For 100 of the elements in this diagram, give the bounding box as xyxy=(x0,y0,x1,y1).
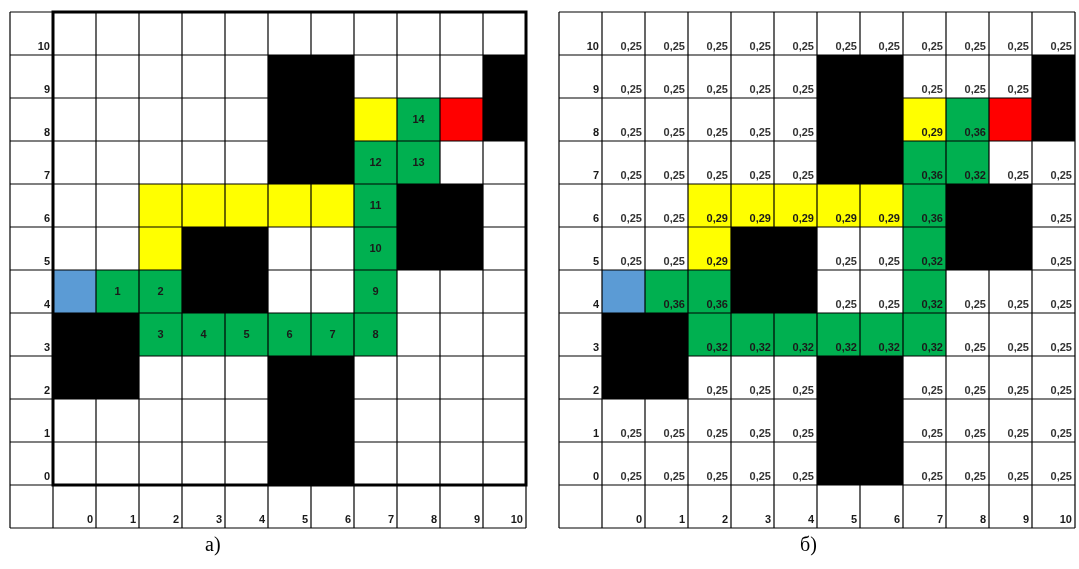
cell-value: 0,25 xyxy=(620,213,642,224)
cell-value: 0,29 xyxy=(706,213,728,224)
cell-value: 0,25 xyxy=(792,41,814,52)
column-number: 10 xyxy=(510,514,523,525)
cell-value: 0,25 xyxy=(663,127,685,138)
cell-value: 0,25 xyxy=(1050,342,1072,353)
cell-value: 0,25 xyxy=(1007,299,1029,310)
row-number: 4 xyxy=(592,299,599,310)
cell-value: 0,25 xyxy=(1007,385,1029,396)
cell-value: 0,32 xyxy=(921,299,943,310)
cell-value: 0,32 xyxy=(792,342,814,353)
cell-value: 0,25 xyxy=(749,41,771,52)
column-number: 3 xyxy=(764,514,771,525)
cell-value: 0,36 xyxy=(706,299,728,310)
step-number: 8 xyxy=(372,329,379,340)
cell-value: 0,32 xyxy=(878,342,900,353)
column-number: 2 xyxy=(172,514,179,525)
cell-value: 0,25 xyxy=(964,299,986,310)
column-number: 3 xyxy=(215,514,222,525)
column-number: 5 xyxy=(850,514,857,525)
cell-value: 0,25 xyxy=(1007,428,1029,439)
step-number: 5 xyxy=(243,329,250,340)
step-number: 14 xyxy=(412,114,425,125)
cell-value: 0,25 xyxy=(663,41,685,52)
cell-value: 0,25 xyxy=(706,84,728,95)
cell-value: 0,32 xyxy=(964,170,986,181)
row-number: 5 xyxy=(592,256,599,267)
step-number: 4 xyxy=(200,329,207,340)
step-number: 11 xyxy=(369,200,382,211)
cell-value: 0,25 xyxy=(749,385,771,396)
column-number: 6 xyxy=(893,514,900,525)
row-number: 9 xyxy=(592,84,599,95)
cell-value: 0,32 xyxy=(921,256,943,267)
cell-value: 0,25 xyxy=(749,170,771,181)
row-number: 1 xyxy=(43,428,50,439)
cell-value: 0,25 xyxy=(921,428,943,439)
row-number: 2 xyxy=(592,385,599,396)
cell-value: 0,25 xyxy=(1007,342,1029,353)
cell-value: 0,25 xyxy=(1007,84,1029,95)
column-number: 1 xyxy=(129,514,136,525)
cell-value: 0,25 xyxy=(964,471,986,482)
cell-value: 0,25 xyxy=(1050,471,1072,482)
cell-value: 0,25 xyxy=(749,428,771,439)
row-number: 1 xyxy=(592,428,599,439)
column-number: 4 xyxy=(258,514,265,525)
cell-value: 0,25 xyxy=(663,213,685,224)
row-number: 10 xyxy=(586,41,599,52)
column-number: 9 xyxy=(473,514,480,525)
cell-value: 0,36 xyxy=(921,213,943,224)
cell-value: 0,25 xyxy=(964,342,986,353)
cell-value: 0,25 xyxy=(792,127,814,138)
cell-value: 0,25 xyxy=(835,256,857,267)
row-number: 9 xyxy=(43,84,50,95)
column-number: 6 xyxy=(344,514,351,525)
step-number: 3 xyxy=(157,329,164,340)
cell-value: 0,25 xyxy=(921,41,943,52)
cell-value: 0,25 xyxy=(1007,41,1029,52)
cell-value: 0,25 xyxy=(706,41,728,52)
cell-value: 0,25 xyxy=(792,84,814,95)
cell-value: 0,25 xyxy=(620,256,642,267)
cell-value: 0,25 xyxy=(835,41,857,52)
column-number: 2 xyxy=(721,514,728,525)
cell-value: 0,25 xyxy=(1050,213,1072,224)
cell-value: 0,25 xyxy=(878,299,900,310)
cell-value: 0,32 xyxy=(835,342,857,353)
cell-value: 0,29 xyxy=(835,213,857,224)
cell-value: 0,25 xyxy=(749,127,771,138)
row-number: 8 xyxy=(592,127,599,138)
cell-value: 0,25 xyxy=(663,170,685,181)
cell-value: 0,36 xyxy=(964,127,986,138)
cell-value: 0,25 xyxy=(921,471,943,482)
cell-value: 0,25 xyxy=(1050,41,1072,52)
cell-value: 0,25 xyxy=(663,471,685,482)
column-number: 0 xyxy=(635,514,642,525)
row-number: 0 xyxy=(592,471,599,482)
cell-value: 0,25 xyxy=(792,471,814,482)
column-number: 5 xyxy=(301,514,308,525)
step-number: 10 xyxy=(369,243,382,254)
cell-value: 0,25 xyxy=(1050,256,1072,267)
cell-value: 0,29 xyxy=(921,127,943,138)
cell-value: 0,25 xyxy=(1007,170,1029,181)
row-number: 7 xyxy=(592,170,599,181)
row-number: 2 xyxy=(43,385,50,396)
column-number: 7 xyxy=(936,514,943,525)
cell-value: 0,25 xyxy=(620,41,642,52)
cell-value: 0,25 xyxy=(878,41,900,52)
cell-value: 0,25 xyxy=(663,84,685,95)
cell-value: 0,25 xyxy=(749,471,771,482)
cell-value: 0,25 xyxy=(620,127,642,138)
column-number: 0 xyxy=(86,514,93,525)
cell-value: 0,25 xyxy=(964,41,986,52)
cell-value: 0,25 xyxy=(620,471,642,482)
step-number: 12 xyxy=(369,157,382,168)
cell-value: 0,25 xyxy=(792,385,814,396)
row-number: 3 xyxy=(43,342,50,353)
column-number: 4 xyxy=(807,514,814,525)
cell-value: 0,25 xyxy=(706,385,728,396)
row-number: 0 xyxy=(43,471,50,482)
cell-value: 0,25 xyxy=(1050,170,1072,181)
step-number: 6 xyxy=(286,329,293,340)
